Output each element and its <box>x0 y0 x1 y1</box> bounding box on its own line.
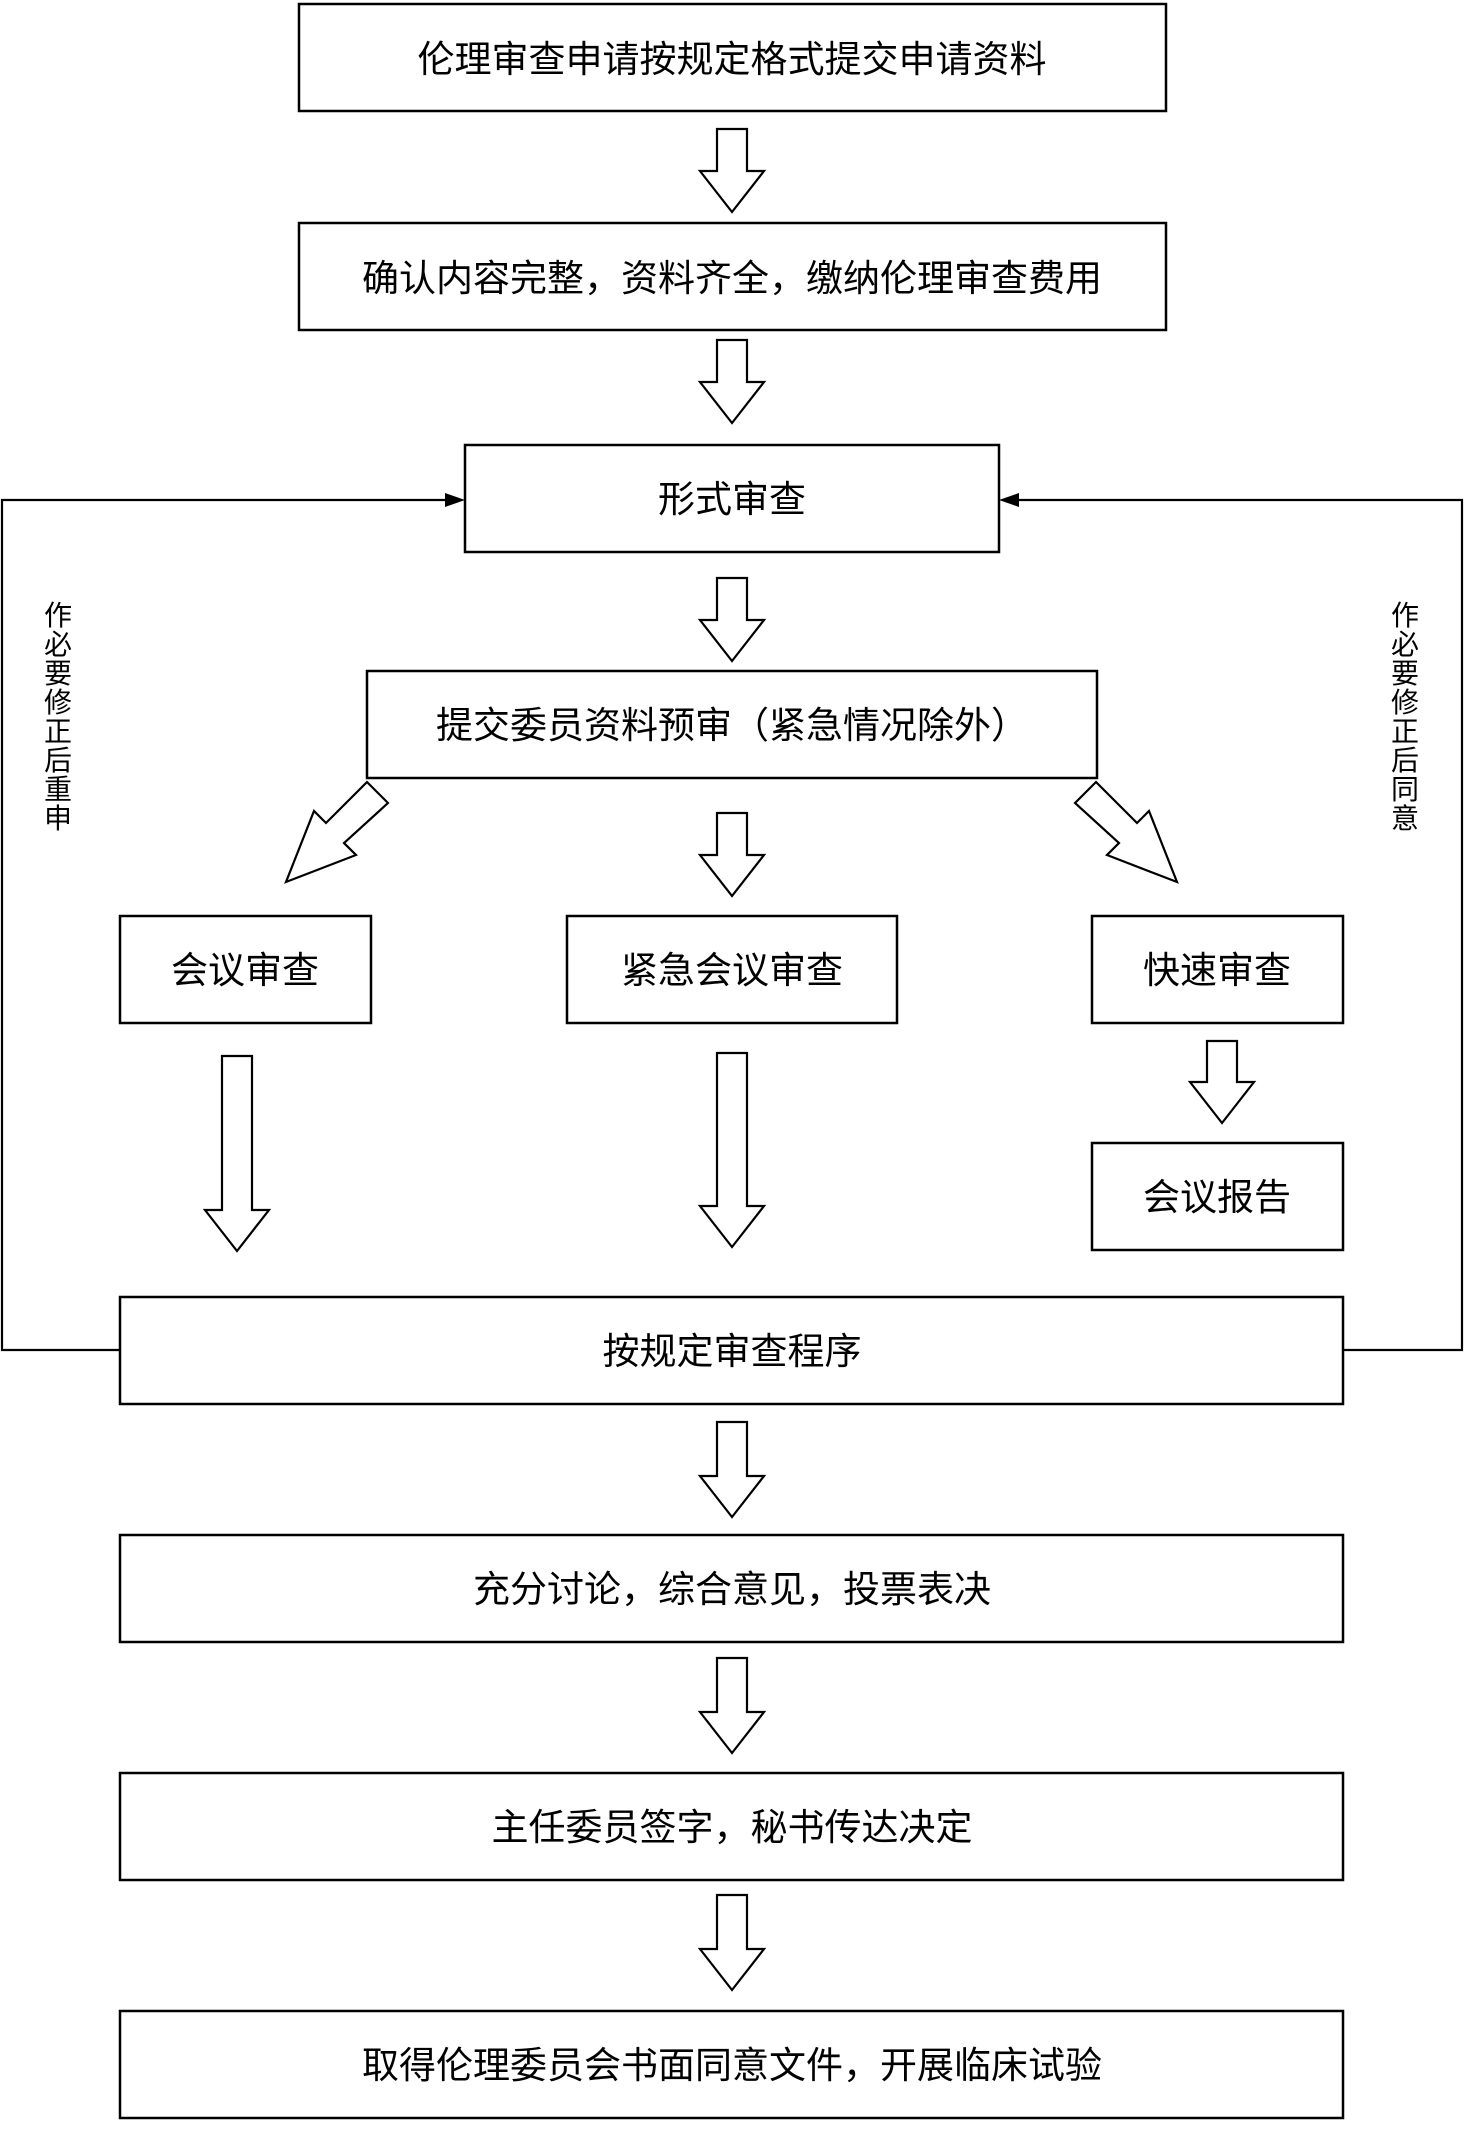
arrow-confirm-to-formal <box>697 338 767 425</box>
arrow-prereview-to-urgent <box>697 811 767 898</box>
right-feedback-loop <box>999 493 1464 1352</box>
arrow-meeting-to-procedure <box>202 1054 272 1253</box>
step-prereview-label: 提交委员资料预审（紧急情况除外） <box>436 704 1028 747</box>
arrow-discuss-to-sign <box>697 1656 767 1755</box>
step-report: 会议报告 <box>1090 1141 1345 1252</box>
step-meeting-label: 会议审查 <box>171 949 319 992</box>
arrow-submit-to-confirm <box>697 127 767 214</box>
step-procedure-label: 按规定审查程序 <box>603 1330 862 1373</box>
step-discuss-label: 充分讨论，综合意见，投票表决 <box>473 1568 991 1611</box>
step-formal-label: 形式审查 <box>658 478 806 521</box>
arrow-fast-to-report <box>1187 1039 1257 1125</box>
step-sign-label: 主任委员签字，秘书传达决定 <box>492 1806 973 1849</box>
left-feedback-loop <box>0 493 465 1352</box>
right-loop-label: 作必要修正后同意 <box>1391 599 1419 835</box>
step-fast-label: 快速审查 <box>1143 949 1291 992</box>
step-meeting: 会议审查 <box>118 914 373 1025</box>
step-submit: 伦理审查申请按规定格式提交申请资料 <box>297 2 1168 113</box>
arrow-sign-to-approve <box>697 1893 767 1992</box>
step-submit-label: 伦理审查申请按规定格式提交申请资料 <box>418 38 1047 81</box>
step-confirm: 确认内容完整，资料齐全，缴纳伦理审查费用 <box>297 221 1168 332</box>
arrow-prereview-to-meeting <box>284 780 390 884</box>
step-approve-label: 取得伦理委员会书面同意文件，开展临床试验 <box>362 2044 1102 2087</box>
step-confirm-label: 确认内容完整，资料齐全，缴纳伦理审查费用 <box>362 257 1102 300</box>
step-approve: 取得伦理委员会书面同意文件，开展临床试验 <box>118 2009 1345 2120</box>
step-formal: 形式审查 <box>463 443 1001 554</box>
step-urgent: 紧急会议审查 <box>565 914 899 1025</box>
arrow-formal-to-prereview <box>697 576 767 663</box>
step-urgent-label: 紧急会议审查 <box>621 949 843 992</box>
step-report-label: 会议报告 <box>1143 1176 1291 1219</box>
arrow-prereview-to-fast <box>1073 780 1179 884</box>
step-procedure: 按规定审查程序 <box>118 1295 1345 1406</box>
left-loop-label: 作必要修正后重申 <box>44 599 72 835</box>
step-fast: 快速审查 <box>1090 914 1345 1025</box>
step-prereview: 提交委员资料预审（紧急情况除外） <box>365 669 1099 780</box>
arrow-procedure-to-discuss <box>697 1420 767 1519</box>
arrow-urgent-to-procedure <box>697 1051 767 1249</box>
step-sign: 主任委员签字，秘书传达决定 <box>118 1771 1345 1882</box>
step-discuss: 充分讨论，综合意见，投票表决 <box>118 1533 1345 1644</box>
